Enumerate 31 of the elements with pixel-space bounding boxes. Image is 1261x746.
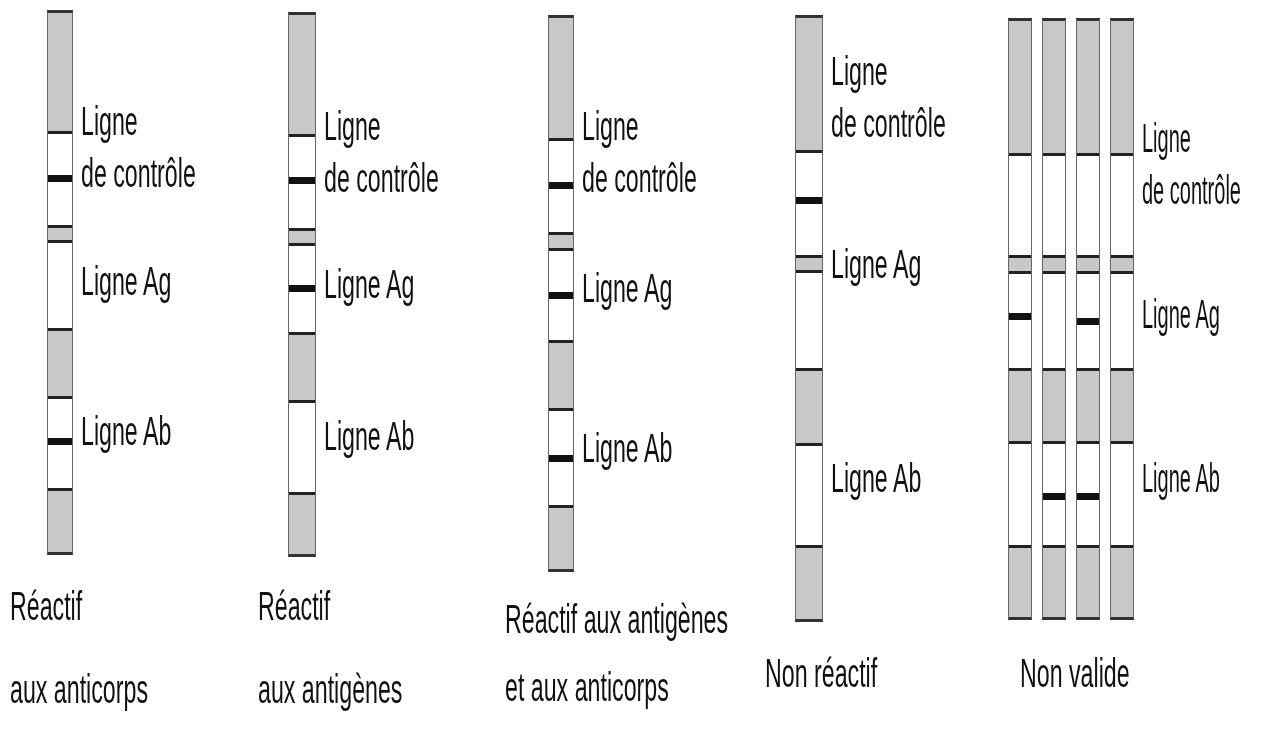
test-strip [47,10,73,555]
control-line-label: Ligne de contrôle [1142,115,1242,214]
result-caption: Réactif [10,583,83,630]
test-strip [1008,18,1032,620]
control-line-label: Ligne de contrôle [324,103,440,202]
result-caption: Réactif aux antigènes [505,596,729,643]
result-caption: aux anticorps [10,666,148,713]
antigen-line-label: Ligne Ag [324,261,415,308]
antigen-line-label: Ligne Ag [81,258,172,305]
test-strip [1076,18,1100,620]
control-line-label: Ligne de contrôle [81,98,197,197]
result-caption: et aux anticorps [505,664,669,711]
antigen-line-label: Ligne Ag [1142,291,1220,338]
antibody-line-label: Ligne Ab [1142,455,1220,502]
test-strip [548,15,574,572]
test-strip [1042,18,1066,620]
antigen-line-label: Ligne Ag [582,265,673,312]
antibody-line-label: Ligne Ab [324,413,415,460]
control-line-label: Ligne de contrôle [582,103,698,202]
test-strip [795,15,823,622]
antibody-line-label: Ligne Ab [582,425,673,472]
antigen-line-label: Ligne Ag [831,241,922,288]
test-strip [288,12,316,557]
antibody-line-label: Ligne Ab [81,408,172,455]
antibody-line-label: Ligne Ab [831,455,922,502]
result-caption: Non valide [1020,650,1130,697]
test-strip [1110,18,1134,620]
result-caption: aux antigènes [258,666,403,713]
result-caption: Réactif [258,583,331,630]
result-caption: Non réactif [765,650,878,697]
control-line-label: Ligne de contrôle [831,48,947,147]
